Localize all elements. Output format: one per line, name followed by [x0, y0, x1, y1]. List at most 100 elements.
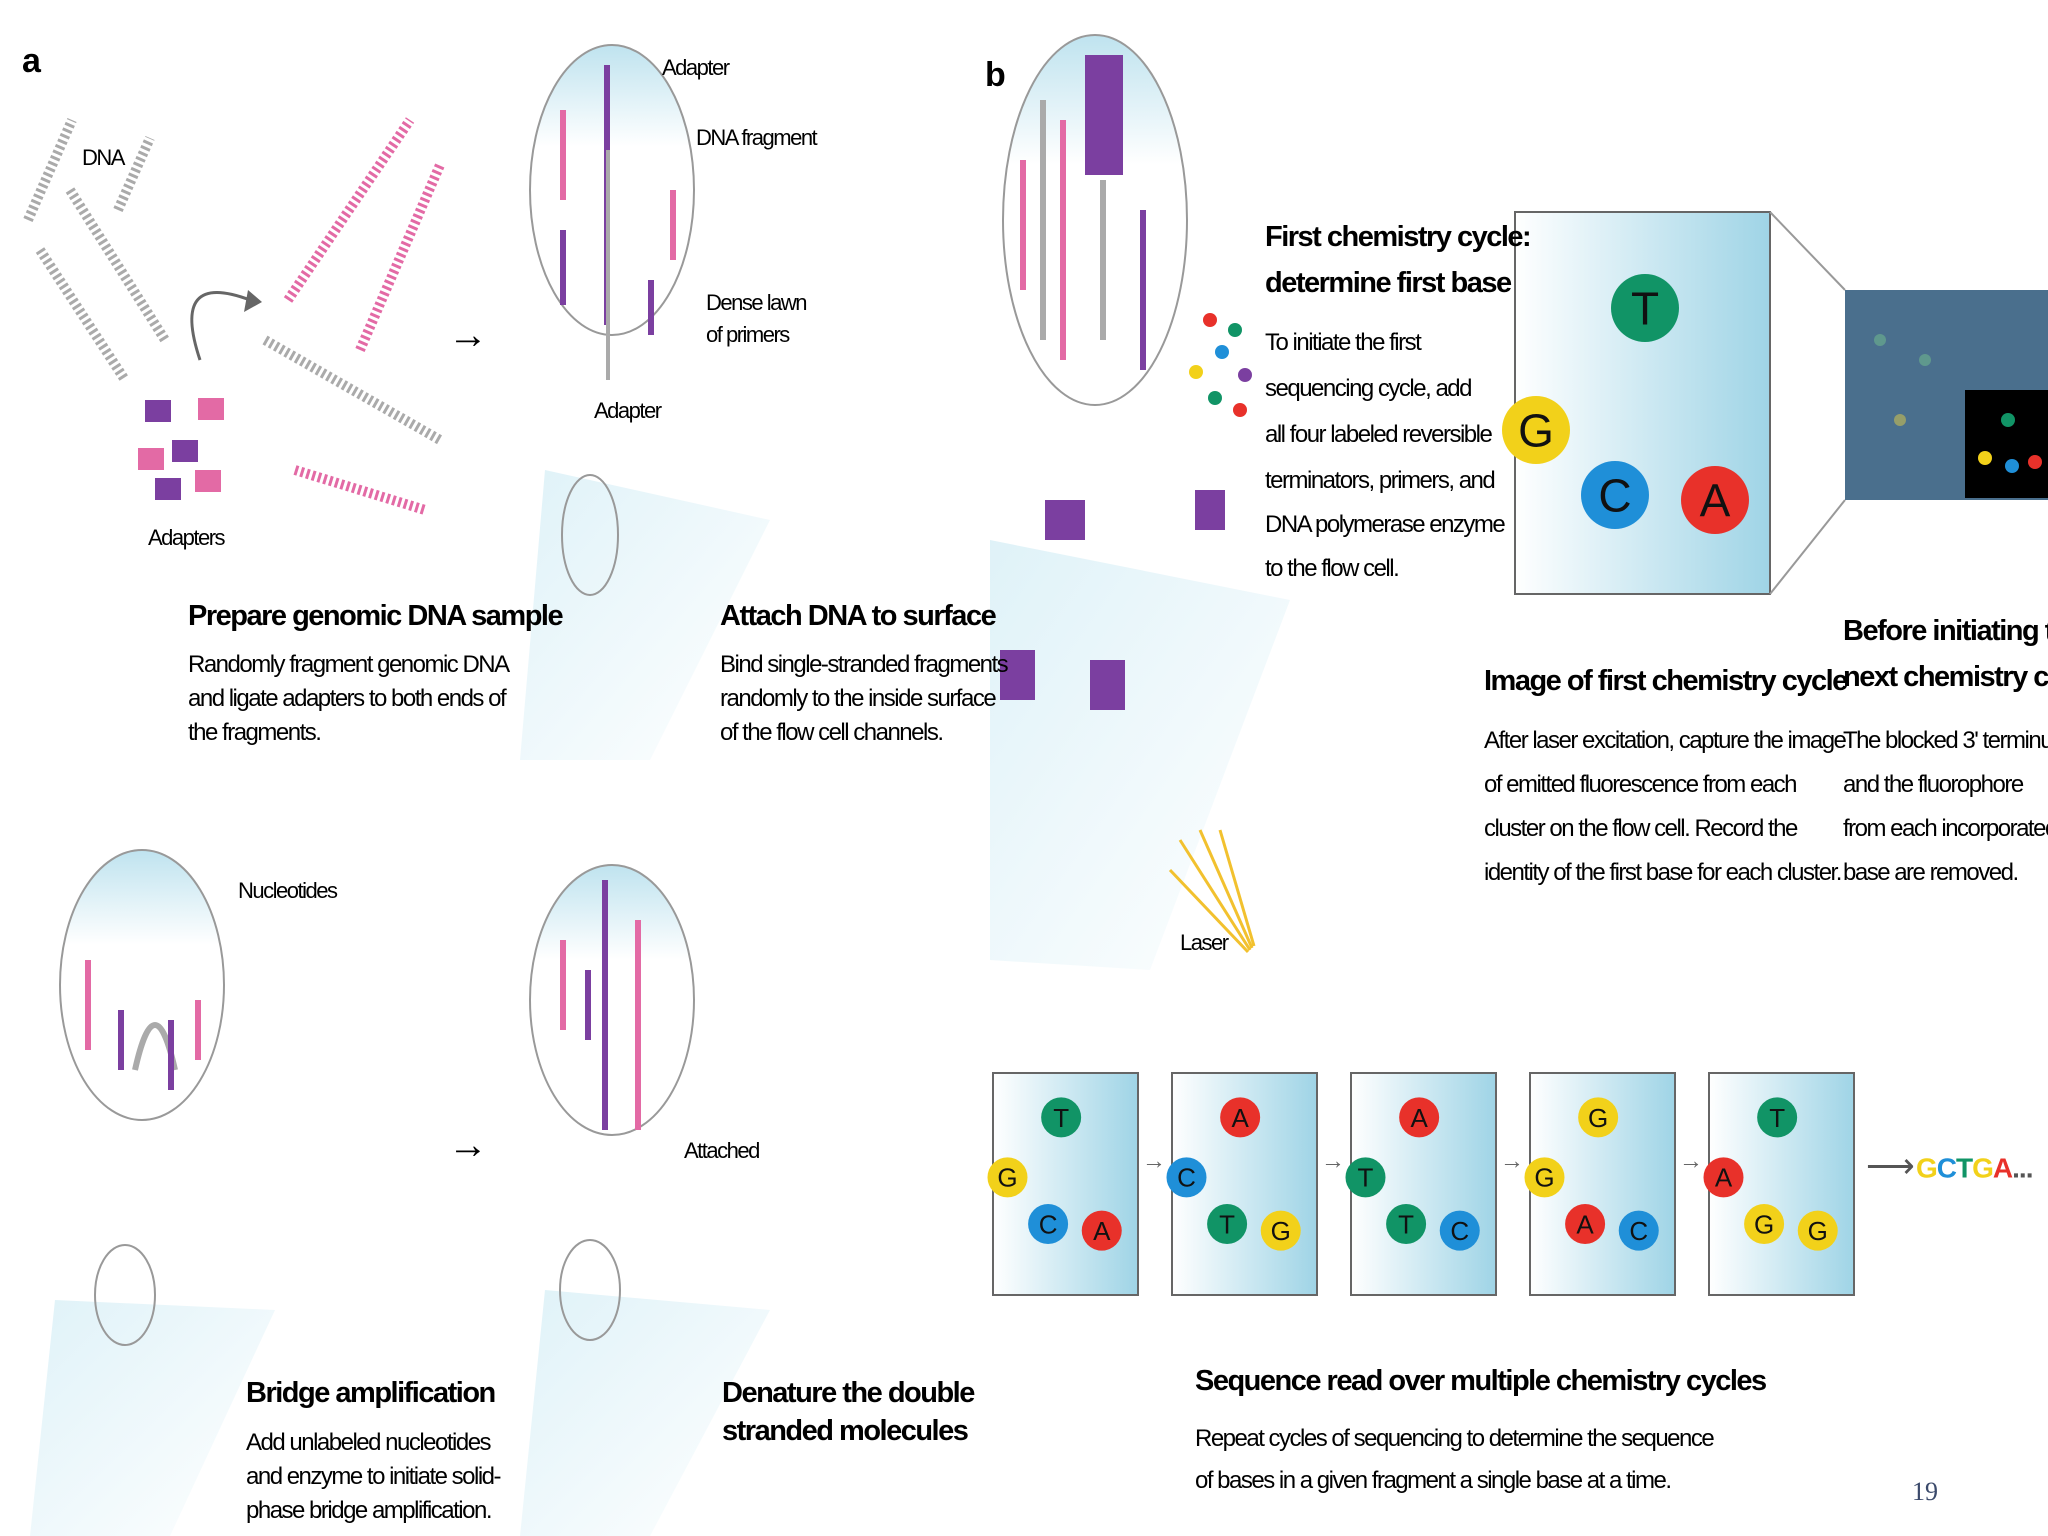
label-dna-fragment: DNA fragment	[696, 125, 818, 150]
arrow-curved-icon	[190, 291, 251, 361]
svg-text:T: T	[1053, 1103, 1069, 1133]
step3-title: Bridge amplification	[246, 1377, 495, 1409]
label-adapter-bottom: Adapter	[594, 398, 662, 423]
arrow-right-icon: →	[1321, 1147, 1345, 1174]
svg-text:T: T	[1769, 1103, 1785, 1133]
svg-text:C: C	[1629, 1216, 1648, 1246]
before-next-body-1: The blocked 3' terminus	[1843, 727, 2048, 754]
first-cycle-body-6: to the flow cell.	[1265, 555, 1398, 582]
arrow-right-icon: →	[448, 1123, 487, 1167]
arrow-right-icon: →	[1142, 1147, 1166, 1174]
sequence-read-title: Sequence read over multiple chemistry cy…	[1195, 1365, 1766, 1397]
svg-text:C: C	[1598, 470, 1631, 522]
svg-text:G: G	[1588, 1103, 1608, 1133]
first-cycle-title-1: First chemistry cycle:	[1265, 221, 1530, 253]
arrow-right-icon: →	[1500, 1147, 1524, 1174]
label-adapters: Adapters	[148, 525, 226, 550]
base-A-icon: A	[1703, 1157, 1744, 1198]
dna-strands-group	[23, 117, 445, 515]
step2-body-3: of the flow cell channels.	[720, 719, 942, 746]
base-A-icon: A	[1681, 466, 1749, 534]
flowcell-zoom-group	[990, 34, 1290, 970]
first-cycle-body-2: sequencing cycle, add	[1265, 375, 1471, 402]
first-cycle-body-5: DNA polymerase enzyme	[1265, 511, 1505, 538]
arrow-right-icon: →	[1679, 1147, 1703, 1174]
base-C-icon: C	[1439, 1210, 1480, 1251]
sequence-read-body-1: Repeat cycles of sequencing to determine…	[1195, 1425, 1714, 1452]
step2-body-1: Bind single-stranded fragments	[720, 651, 1009, 678]
arrow-right-icon: →	[448, 313, 487, 357]
base-G-icon: G	[1260, 1210, 1301, 1251]
step4-title-2: stranded molecules	[722, 1415, 968, 1447]
base-A-icon: A	[1565, 1203, 1606, 1244]
before-next-body-2: and the fluorophore	[1843, 771, 2024, 798]
base-T-icon: T	[1345, 1157, 1386, 1198]
svg-text:C: C	[1039, 1209, 1058, 1239]
label-dna: DNA	[82, 145, 126, 170]
svg-text:A: A	[1093, 1216, 1111, 1246]
image-first-body-2: of emitted fluorescence from each	[1484, 771, 1796, 798]
base-C-icon: C	[1166, 1157, 1207, 1198]
label-nucleotides: Nucleotides	[238, 878, 338, 903]
image-first-body-3: cluster on the flow cell. Record the	[1484, 815, 1798, 842]
svg-text:A: A	[1715, 1163, 1733, 1193]
base-T-icon: T	[1207, 1203, 1248, 1244]
step2-body-2: randomly to the inside surface	[720, 685, 996, 712]
panel-b-letter: b	[985, 56, 1005, 94]
base-T-icon: T	[1757, 1097, 1798, 1138]
first-cycle-body-3: all four labeled reversible	[1265, 421, 1492, 448]
arrow-right-icon: ⟶	[1866, 1147, 1915, 1185]
page-number: 19	[1912, 1477, 1938, 1506]
svg-text:A: A	[1700, 475, 1731, 527]
step1-body-1: Randomly fragment genomic DNA	[188, 651, 510, 678]
image-first-title: Image of first chemistry cycle	[1484, 665, 1848, 697]
first-cycle-body-1: To initiate the first	[1265, 329, 1422, 356]
svg-text:A: A	[1231, 1103, 1249, 1133]
svg-text:G: G	[997, 1163, 1017, 1193]
svg-text:C: C	[1450, 1216, 1469, 1246]
step3-body-2: and enzyme to initiate solid-	[246, 1463, 501, 1490]
step4-title-1: Denature the double	[722, 1377, 975, 1409]
first-cycle-title-2: determine first base	[1265, 267, 1512, 299]
svg-text:C: C	[1177, 1163, 1196, 1193]
base-T-icon: T	[1386, 1203, 1427, 1244]
step2-title: Attach DNA to surface	[720, 600, 997, 632]
step1-title: Prepare genomic DNA sample	[188, 600, 563, 632]
bridge-zoom-group	[30, 849, 275, 1536]
base-G-icon: G	[1797, 1210, 1838, 1251]
before-next-body-4: base are removed.	[1843, 859, 2018, 886]
label-adapter-top: Adapter	[662, 55, 730, 80]
svg-text:T: T	[1398, 1209, 1414, 1239]
step1-body-2: and ligate adapters to both ends of	[188, 685, 507, 712]
svg-text:G: G	[1271, 1216, 1291, 1246]
adapters-group	[138, 398, 224, 500]
base-T-icon: T	[1611, 274, 1679, 342]
base-G-icon: G	[987, 1157, 1028, 1198]
base-G-icon: G	[1524, 1157, 1565, 1198]
label-laser: Laser	[1180, 930, 1229, 955]
sequence-read-result: GCTGA...	[1916, 1152, 2032, 1183]
before-next-body-3: from each incorporated	[1843, 815, 2048, 842]
reagent-dots-group	[1189, 313, 1252, 417]
svg-text:G: G	[1534, 1163, 1554, 1193]
label-attached: Attached	[684, 1138, 759, 1163]
before-next-title-1: Before initiating the	[1843, 615, 2048, 647]
base-C-icon: C	[1618, 1210, 1659, 1251]
base-A-icon: A	[1399, 1097, 1440, 1138]
base-G-icon: G	[1578, 1097, 1619, 1138]
denature-zoom-group	[520, 864, 770, 1536]
svg-text:T: T	[1631, 283, 1659, 335]
svg-text:G: G	[1754, 1209, 1774, 1239]
label-dense-lawn-2: of primers	[706, 322, 790, 347]
svg-text:A: A	[1576, 1209, 1594, 1239]
before-next-title-2: next chemistry cycle	[1843, 661, 2048, 693]
big-panel-bases: T GC A	[1502, 274, 1749, 534]
base-A-icon: A	[1220, 1097, 1261, 1138]
step3-body-1: Add unlabeled nucleotides	[246, 1429, 492, 1456]
base-G-icon: G	[1502, 396, 1570, 464]
panel-a-letter: a	[22, 42, 42, 80]
base-T-icon: T	[1041, 1097, 1082, 1138]
svg-text:T: T	[1219, 1209, 1235, 1239]
